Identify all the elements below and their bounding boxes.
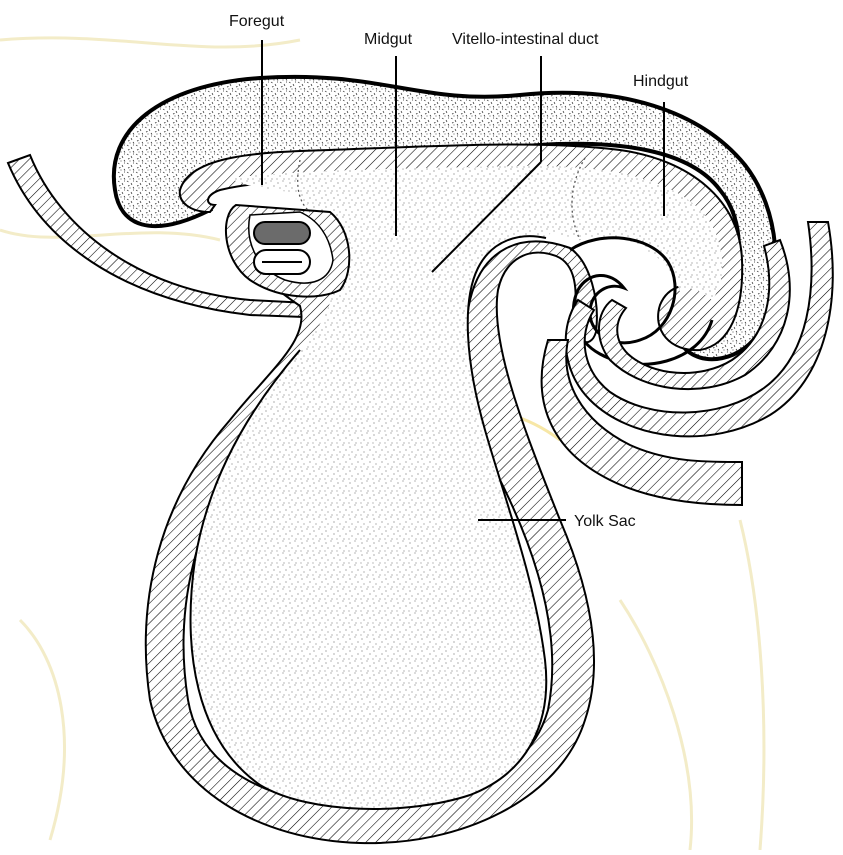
- label-foregut: Foregut: [229, 13, 285, 30]
- label-vitello-intestinal-duct: Vitello-intestinal duct: [452, 31, 599, 48]
- label-midgut: Midgut: [364, 31, 413, 48]
- label-hindgut: Hindgut: [633, 73, 689, 90]
- notochord-section: [254, 222, 310, 244]
- label-yolk-sac: Yolk Sac: [574, 513, 636, 530]
